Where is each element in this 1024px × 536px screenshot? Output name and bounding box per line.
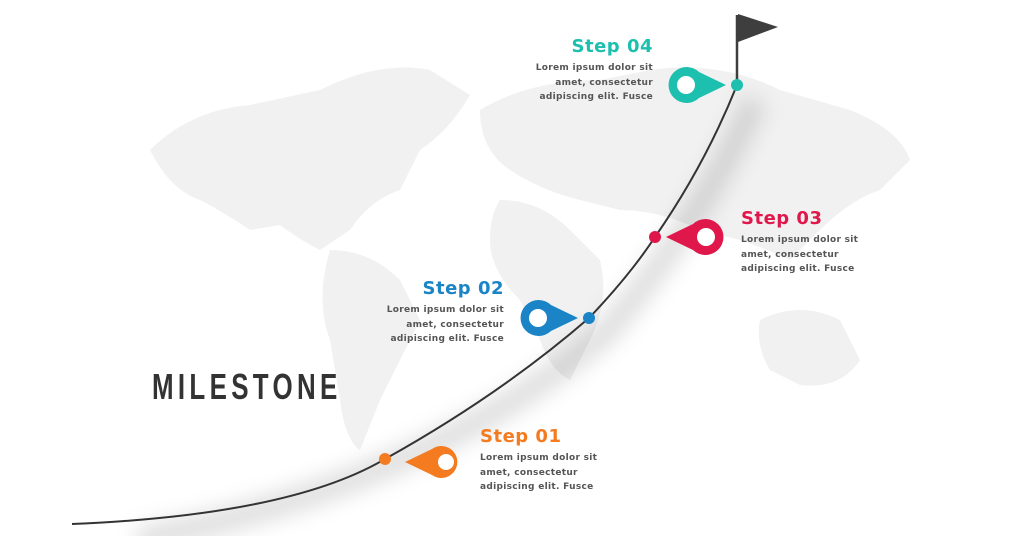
step-01-text-line: adipiscing elit. Fusce xyxy=(480,482,594,492)
milestone-title: MILESTONE xyxy=(152,366,342,407)
step-01-text-line: Lorem ipsum dolor sit xyxy=(480,453,598,463)
map-pin-icon-step-01 xyxy=(405,446,458,479)
step-04-text-line: Lorem ipsum dolor sit xyxy=(535,63,653,73)
step-02-dot xyxy=(583,312,595,324)
step-03-dot xyxy=(649,231,661,243)
step-02-heading: Step 02 xyxy=(422,278,504,299)
step-02-text-line: Lorem ipsum dolor sit xyxy=(386,305,504,315)
step-03-heading: Step 03 xyxy=(741,208,823,229)
step-01-block: Step 01 Lorem ipsum dolor sit amet, cons… xyxy=(480,426,620,495)
step-03-text-line: adipiscing elit. Fusce xyxy=(741,264,855,274)
step-01-text-line: amet, consectetur xyxy=(480,467,578,478)
world-map xyxy=(150,67,910,450)
step-02-block: Step 02 Lorem ipsum dolor sit amet, cons… xyxy=(370,278,504,347)
step-04-text-line: adipiscing elit. Fusce xyxy=(539,92,653,102)
step-04-heading: Step 04 xyxy=(571,36,653,57)
step-03-text-line: amet, consectetur xyxy=(741,249,839,260)
milestone-path-line xyxy=(71,84,738,525)
step-01-heading: Step 01 xyxy=(480,426,562,447)
step-04-text-line: amet, consectetur xyxy=(555,77,653,88)
step-01-dot xyxy=(379,453,391,465)
step-03-block: Step 03 Lorem ipsum dolor sit amet, cons… xyxy=(741,208,881,277)
step-03-text-line: Lorem ipsum dolor sit xyxy=(741,235,859,245)
step-04-block: Step 04 Lorem ipsum dolor sit amet, cons… xyxy=(520,36,653,105)
map-pin-icon-step-04 xyxy=(668,67,726,104)
step-04-dot xyxy=(731,79,743,91)
map-pin-icon-step-02 xyxy=(520,300,578,337)
step-02-text-line: amet, consectetur xyxy=(406,319,504,330)
flag-icon xyxy=(738,14,778,42)
step-02-text-line: adipiscing elit. Fusce xyxy=(390,334,504,344)
map-pin-icon-step-03 xyxy=(666,219,724,256)
